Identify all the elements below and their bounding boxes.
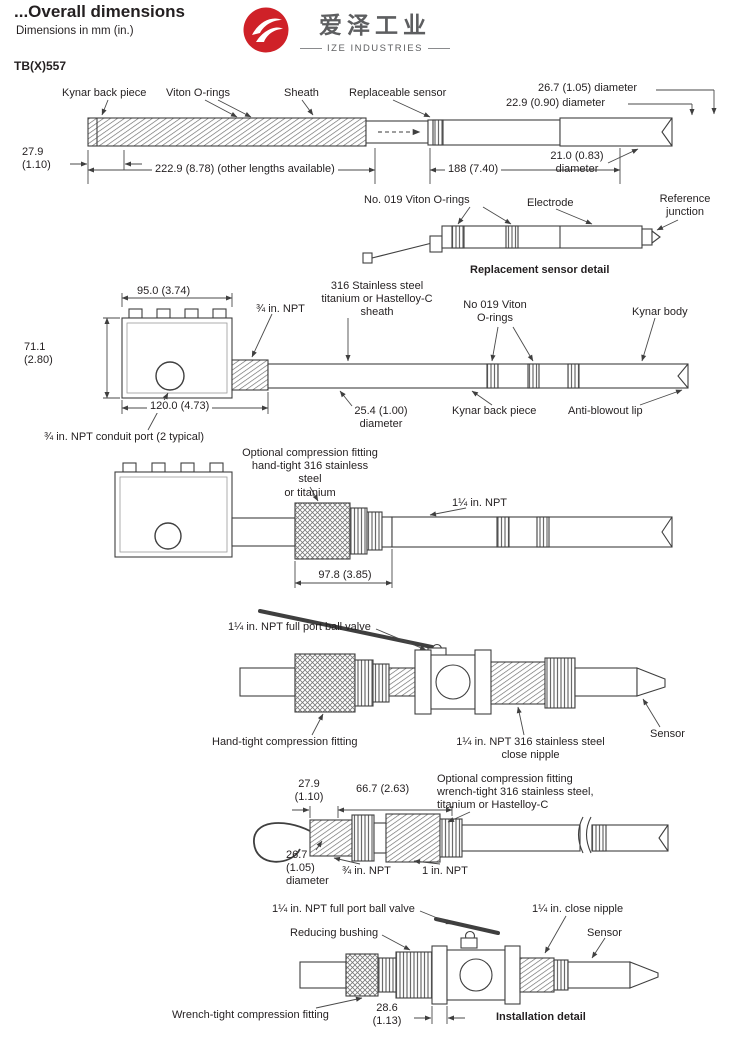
label-replaceable-sensor: Replaceable sensor [349,87,447,99]
label-wrench-tight-fitting: Wrench-tight compression fitting [172,1009,329,1021]
dim-25-4-diameter: 25.4 (1.00) diameter [354,405,408,431]
label-kynar-back-piece: Kynar back piece [62,87,147,99]
dim-21-0-diameter: 21.0 (0.83) diameter [550,150,604,176]
logo-cn-name: 爱泽工业 [319,13,431,39]
label-hand-tight-fitting: Hand-tight compression fitting [212,736,358,748]
label-npt-1: 1 in. NPT [422,865,468,877]
drawing-junction-box-probe [121,308,689,399]
label-kynar-back-piece-2: Kynar back piece [452,405,537,417]
drawing-replacement-sensor [362,225,661,264]
label-close-nipple-7: 1¼ in. close nipple [532,903,624,915]
label-conduit-port: ¾ in. NPT conduit port (2 typical) [44,431,204,443]
dim-28-6: 28.6 (1.13) [372,1002,402,1028]
page-title: ...Overall dimensions [14,2,186,21]
label-sensor-7: Sensor [587,927,622,939]
label-electrode: Electrode [527,197,574,209]
dim-26-7-6: 26.7 (1.05) diameter [286,849,329,888]
model-number: TB(X)557 [14,59,67,73]
drawing-ball-valve-hand-tight [239,609,666,715]
label-close-nipple-316: 1¼ in. NPT 316 stainless steel close nip… [456,736,605,762]
dim-71-1: 71.1 (2.80) [24,341,53,367]
dim-27-9-6: 27.9 (1.10) [294,778,324,804]
label-anti-blowout-lip: Anti-blowout lip [568,405,643,417]
label-npt-1-1-4: 1¼ in. NPT [452,497,508,509]
label-no019-viton-orings-2: No 019 Viton O-rings [463,299,527,325]
drawing-probe-overall [87,117,673,147]
dim-27-9: 27.9 (1.10) [22,146,51,172]
caption-installation-detail: Installation detail [496,1011,586,1023]
label-hand-tight-fitting-note: Optional compression fitting hand-tight … [242,447,378,499]
dim-188: 188 (7.40) [445,163,502,177]
page-subtitle: Dimensions in mm (in.) [16,25,134,37]
label-reference-junction: Reference junction [659,193,711,219]
label-npt-3-4: ¾ in. NPT [256,303,305,315]
dim-22-9-diameter: 22.9 (0.90) diameter [506,97,606,109]
label-kynar-body: Kynar body [632,306,688,318]
drawing-hand-tight-fitting [114,462,673,560]
dim-66-7: 66.7 (2.63) [356,783,410,795]
ize-circle-swoosh-icon [243,7,289,53]
label-no019-viton-orings: No. 019 Viton O-rings [364,194,470,206]
dim-95-0: 95.0 (3.74) [137,285,191,297]
logo-en-name: IZE INDUSTRIES [300,43,450,54]
label-sensor-5: Sensor [650,728,685,740]
label-sheath: Sheath [284,87,319,99]
drawing-wrench-tight-fitting [253,813,669,863]
label-wrench-tight-fitting-note: Optional compression fitting wrench-tigh… [437,773,594,812]
dim-26-7-diameter: 26.7 (1.05) diameter [538,82,638,94]
label-npt-3-4-6: ¾ in. NPT [342,865,391,877]
label-ball-valve-7: 1¼ in. NPT full port ball valve [272,903,415,915]
label-sheath-material: 316 Stainless steel titanium or Hastello… [321,280,433,319]
dim-97-8: 97.8 (3.85) [318,569,372,581]
dim-222-9: 222.9 (8.78) (other lengths available) [152,163,338,177]
company-logo: 爱泽工业 IZE INDUSTRIES [242,6,450,54]
caption-replacement-sensor-detail: Replacement sensor detail [470,264,610,276]
label-viton-orings: Viton O-rings [166,87,230,99]
logo-text: 爱泽工业 IZE INDUSTRIES [300,6,450,54]
label-ball-valve-5: 1¼ in. NPT full port ball valve [228,621,371,633]
dim-120-0: 120.0 (4.73) [147,400,213,414]
label-reducing-bushing: Reducing bushing [290,927,379,939]
